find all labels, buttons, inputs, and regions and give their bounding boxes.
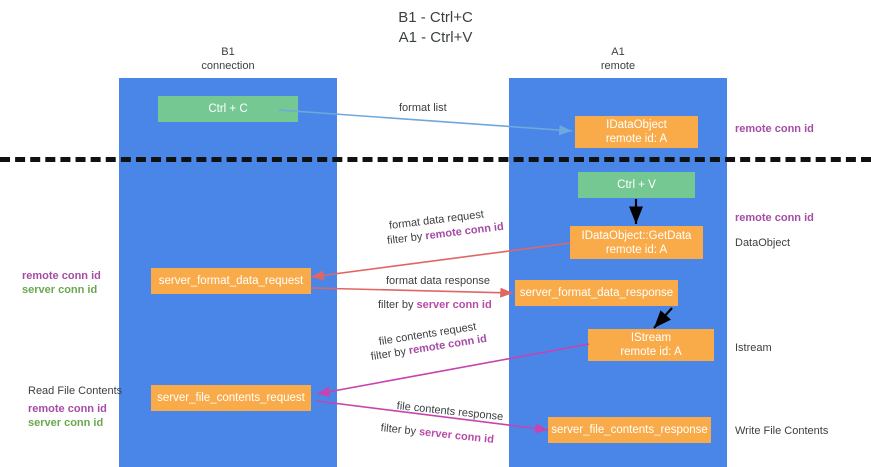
edge-label-file-contents-response-filter: filter by server conn id — [380, 421, 495, 447]
box-istream-line2: remote id: A — [620, 346, 682, 358]
lane-header-b1-name: B1 — [221, 46, 235, 58]
lane-header-b1-role: connection — [201, 60, 255, 72]
filter-key-server-conn-id-1: server conn id — [416, 299, 492, 311]
side-label-dataobject: DataObject — [735, 237, 791, 249]
box-getdata-line2: remote id: A — [605, 243, 668, 256]
box-server-file-contents-request[interactable]: server_file_contents_request — [151, 385, 311, 411]
box-ctrl-c[interactable]: Ctrl + C — [158, 96, 298, 122]
box-istream-line1: IStream — [630, 332, 672, 344]
box-ctrl-c-line1: Ctrl + C — [208, 103, 248, 115]
box-idataobject-getdata[interactable]: IDataObject::GetData remote id: A — [570, 226, 703, 259]
side-label-left-server-conn-id-mid: server conn id — [22, 284, 98, 296]
box-getdata-line1: IDataObject::GetData — [581, 229, 692, 242]
section-divider — [0, 157, 871, 162]
box-server-format-data-request[interactable]: server_format_data_request — [151, 268, 311, 294]
side-label-left-server-conn-id-bottom: server conn id — [28, 417, 104, 429]
side-label-remote-conn-id-top: remote conn id — [735, 123, 814, 135]
edge-label-file-contents-response: file contents response — [396, 400, 504, 424]
lane-header-b1: B1 connection — [119, 45, 337, 73]
lane-header-a1: A1 remote — [509, 45, 727, 73]
title-line-2: A1 - Ctrl+V — [398, 29, 473, 46]
edge-label-format-data-response-filter: filter by server conn id — [378, 298, 492, 312]
side-label-write-file-contents: Write File Contents — [735, 425, 829, 437]
edge-label-format-data-response: format data response — [386, 275, 490, 287]
box-istream[interactable]: IStream remote id: A — [588, 329, 714, 361]
page-title: B1 - Ctrl+C A1 - Ctrl+V — [0, 8, 871, 48]
filter-prefix-2: filter by — [378, 299, 417, 311]
box-idataobject-top[interactable]: IDataObject remote id: A — [575, 116, 698, 148]
side-label-left-remote-conn-id-mid: remote conn id — [22, 270, 101, 282]
box-server-format-data-response[interactable]: server_format_data_response — [515, 280, 678, 306]
lane-header-a1-role: remote — [600, 60, 636, 72]
box-server-format-data-request-label: server_format_data_request — [158, 275, 304, 287]
filter-key-server-conn-id-2: server conn id — [418, 426, 495, 446]
box-idataobject-top-line2: remote id: A — [605, 133, 668, 145]
box-idataobject-top-line1: IDataObject — [606, 119, 667, 131]
box-ctrl-v-line1: Ctrl + V — [617, 179, 656, 191]
box-server-file-contents-request-label: server_file_contents_request — [157, 392, 305, 404]
filter-prefix-4: filter by — [380, 422, 420, 439]
box-server-file-contents-response[interactable]: server_file_contents_response — [548, 417, 711, 443]
filter-prefix-1: filter by — [386, 230, 427, 248]
side-label-read-file-contents: Read File Contents — [28, 385, 123, 397]
side-label-left-remote-conn-id-bottom: remote conn id — [28, 403, 107, 415]
filter-prefix-3: filter by — [369, 345, 410, 364]
side-label-remote-conn-id-mid: remote conn id — [735, 212, 814, 224]
title-line-1: B1 - Ctrl+C — [398, 9, 473, 26]
box-ctrl-v[interactable]: Ctrl + V — [578, 172, 695, 198]
edge-label-format-list: format list — [399, 102, 447, 114]
side-label-istream: Istream — [735, 342, 772, 354]
box-server-format-data-response-label: server_format_data_response — [519, 287, 674, 299]
box-server-file-contents-response-label: server_file_contents_response — [551, 424, 708, 436]
lane-header-a1-name: A1 — [611, 46, 625, 58]
